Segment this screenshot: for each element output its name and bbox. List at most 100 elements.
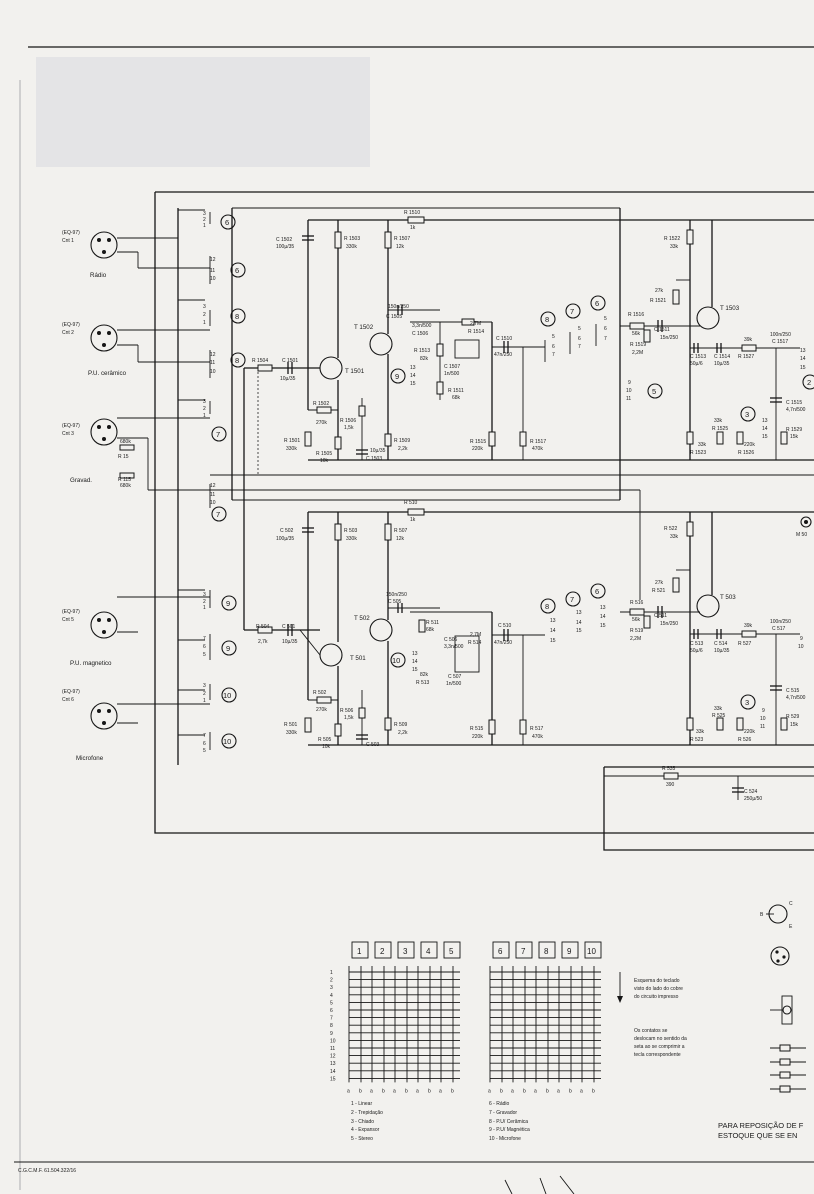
svg-text:12k: 12k [396, 536, 405, 542]
svg-text:2: 2 [203, 312, 206, 318]
footer: PARA REPOSIÇÃO DE F ESTOQUE QUE SE EN C.… [14, 1121, 814, 1194]
lower-channel: R 510 1k C 502 100µ/35 R 503 330k R 507 … [244, 500, 814, 750]
svg-text:C 515: C 515 [786, 688, 800, 694]
svg-text:R 506: R 506 [340, 708, 354, 714]
svg-text:R 1516: R 1516 [628, 312, 644, 318]
svg-text:R 526: R 526 [738, 737, 752, 743]
svg-text:7: 7 [203, 733, 206, 739]
svg-text:5: 5 [578, 326, 581, 332]
svg-text:7 - Gravador: 7 - Gravador [489, 1110, 517, 1116]
svg-text:1: 1 [203, 413, 206, 419]
keyboard-diagram: 1 2 3 4 5 6 7 8 9 10 1234567891011121314… [330, 941, 687, 1094]
svg-text:3: 3 [203, 399, 206, 405]
svg-text:100µ/35: 100µ/35 [276, 536, 294, 542]
svg-text:2: 2 [807, 378, 811, 387]
svg-text:C 1502: C 1502 [276, 237, 292, 243]
keyboard-column-label: b [523, 1088, 526, 1094]
svg-text:M 50: M 50 [796, 532, 807, 538]
svg-text:T 1502: T 1502 [354, 324, 374, 331]
svg-text:10k: 10k [322, 744, 331, 750]
svg-text:7: 7 [216, 430, 220, 439]
svg-text:11: 11 [210, 268, 215, 274]
svg-text:R 516: R 516 [630, 600, 644, 606]
svg-text:82k: 82k [420, 356, 429, 362]
svg-text:T 503: T 503 [720, 594, 736, 601]
svg-text:15n/250: 15n/250 [660, 335, 678, 341]
frame-left-bottom [154, 192, 814, 834]
keyboard-column-label: a [370, 1088, 373, 1094]
svg-text:11: 11 [626, 396, 631, 402]
svg-text:R 1519: R 1519 [630, 342, 646, 348]
svg-text:2: 2 [203, 599, 206, 605]
svg-text:15n/250: 15n/250 [660, 621, 678, 627]
svg-text:Cnt 3: Cnt 3 [62, 431, 74, 437]
svg-text:C 1515: C 1515 [786, 400, 802, 406]
svg-text:Cnt 2: Cnt 2 [62, 330, 74, 336]
upper-channel: R 1510 1k C 1502 100µ/35 R 1503 330k R 1… [244, 208, 814, 500]
svg-text:10: 10 [210, 369, 216, 375]
svg-text:8: 8 [544, 947, 549, 956]
svg-text:C 1506: C 1506 [412, 331, 428, 337]
svg-text:C 517: C 517 [772, 626, 786, 632]
keyboard-row-label: 14 [330, 1069, 336, 1075]
svg-text:1k: 1k [410, 225, 416, 231]
svg-text:82k: 82k [420, 672, 429, 678]
keyboard-column-label: a [347, 1088, 350, 1094]
svg-text:C 1514: C 1514 [714, 354, 730, 360]
svg-text:C 1503: C 1503 [366, 456, 382, 462]
svg-text:27k: 27k [655, 288, 664, 294]
key-switch-contacts-left [178, 207, 620, 750]
keyboard-column-label: b [546, 1088, 549, 1094]
svg-text:220k: 220k [744, 729, 755, 735]
svg-text:R 1525: R 1525 [712, 426, 728, 432]
svg-text:15k: 15k [790, 722, 799, 728]
svg-text:C: C [789, 901, 793, 907]
svg-text:R 514: R 514 [468, 640, 482, 646]
keyboard-row-label: 1 [330, 970, 333, 976]
svg-text:39k: 39k [744, 623, 753, 629]
svg-text:27k: 27k [655, 580, 664, 586]
svg-text:220k: 220k [472, 734, 483, 740]
svg-text:6: 6 [578, 336, 581, 342]
svg-text:8: 8 [235, 356, 239, 365]
svg-text:47n/250: 47n/250 [494, 352, 512, 358]
svg-text:9: 9 [395, 372, 399, 381]
svg-text:7: 7 [578, 344, 581, 350]
svg-text:C 1517: C 1517 [772, 339, 788, 345]
svg-text:2,2k: 2,2k [398, 446, 408, 452]
svg-text:3: 3 [203, 592, 206, 598]
keyboard-row-label: 6 [330, 1008, 333, 1014]
svg-text:10µ/35: 10µ/35 [282, 639, 298, 645]
svg-text:R 527: R 527 [738, 641, 752, 647]
svg-text:C 1513: C 1513 [690, 354, 706, 360]
svg-text:680k: 680k [120, 483, 131, 489]
svg-text:R 1507: R 1507 [394, 236, 410, 242]
svg-text:8: 8 [545, 315, 549, 324]
svg-text:6: 6 [552, 344, 555, 350]
svg-text:10: 10 [587, 947, 596, 956]
svg-text:10µ/35: 10µ/35 [280, 376, 296, 382]
svg-text:8: 8 [545, 602, 549, 611]
svg-text:3,3n/500: 3,3n/500 [412, 323, 432, 329]
svg-text:10: 10 [223, 737, 231, 746]
svg-text:C 501: C 501 [282, 624, 296, 630]
svg-text:10: 10 [626, 388, 632, 394]
svg-text:3: 3 [745, 410, 749, 419]
svg-text:33k: 33k [670, 244, 679, 250]
svg-text:68k: 68k [426, 627, 435, 633]
svg-text:R 1501: R 1501 [284, 438, 300, 444]
svg-text:12: 12 [210, 483, 216, 489]
svg-text:14: 14 [550, 628, 556, 634]
svg-text:6: 6 [604, 326, 607, 332]
keyboard-row-label: 5 [330, 1000, 333, 1006]
svg-text:50µ/6: 50µ/6 [690, 361, 703, 367]
svg-text:15: 15 [762, 434, 768, 440]
svg-text:15: 15 [412, 667, 418, 673]
keyboard-keys-left: 1 2 3 4 5 [351, 941, 461, 959]
svg-text:C 505: C 505 [388, 599, 402, 605]
keyboard-column-label: a [488, 1088, 491, 1094]
svg-text:13: 13 [600, 605, 606, 611]
svg-text:8 - P.U/ Cerâmica: 8 - P.U/ Cerâmica [489, 1119, 528, 1125]
